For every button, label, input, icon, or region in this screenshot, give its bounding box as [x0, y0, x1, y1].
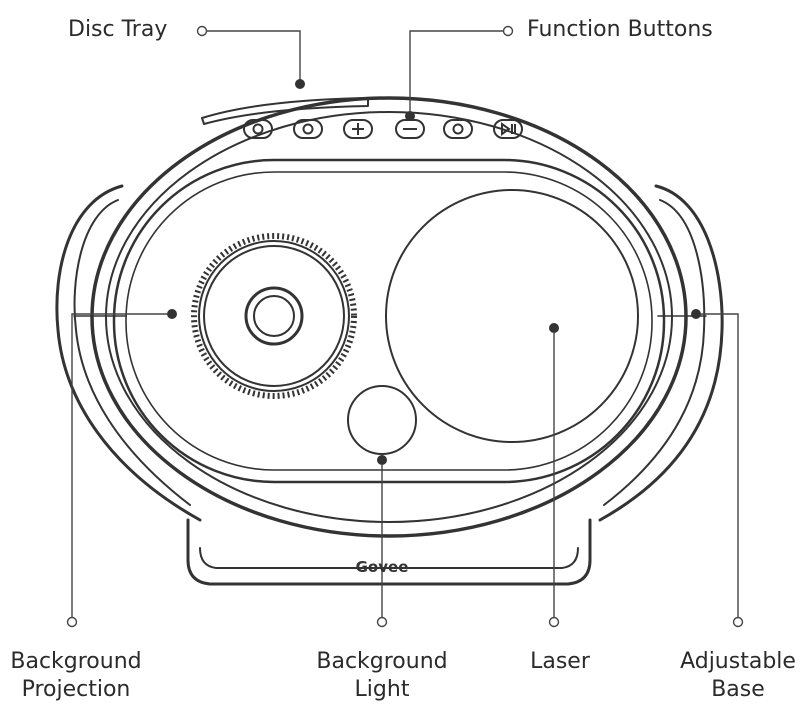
brand-logo: Govee — [356, 558, 409, 576]
label-background-light-line1: Background — [316, 649, 448, 674]
power-button[interactable] — [243, 119, 273, 139]
label-disc-tray: Disc Tray — [68, 17, 168, 42]
housing-inner — [105, 111, 673, 523]
label-background-projection: Background Projection — [10, 648, 141, 704]
function-button-row — [243, 119, 523, 139]
label-laser: Laser — [530, 649, 590, 674]
mode-button[interactable] — [293, 119, 323, 139]
front-panel-inner — [125, 171, 653, 471]
front-panel — [112, 158, 666, 484]
label-adjustable-base: Adjustable Base — [680, 648, 796, 704]
label-background-projection-line1: Background — [10, 649, 142, 674]
label-background-light: Background Light — [316, 648, 447, 704]
right-arm-outline — [598, 184, 724, 522]
label-adjustable-base-line2: Base — [711, 677, 765, 702]
play-pause-button[interactable] — [493, 119, 523, 139]
timer-icon — [452, 123, 464, 135]
power-icon — [252, 123, 264, 135]
disc-tray-slot — [201, 97, 369, 125]
background-projection-lens — [191, 233, 357, 399]
right-arm-inner — [603, 199, 706, 506]
mode-icon — [302, 123, 314, 135]
play-pause-icon — [501, 122, 516, 136]
label-function-buttons: Function Buttons — [527, 17, 713, 42]
left-arm-outline — [55, 184, 202, 522]
label-background-projection-line2: Projection — [21, 677, 131, 702]
laser-window — [385, 189, 639, 443]
callout-lines — [66, 25, 744, 628]
label-background-light-line2: Light — [354, 677, 410, 702]
plus-button[interactable] — [343, 119, 373, 139]
left-arm-inner — [73, 199, 191, 506]
housing-outer — [90, 96, 688, 538]
stand-base — [186, 518, 592, 586]
label-adjustable-base-line1: Adjustable — [680, 649, 796, 674]
plus-icon — [352, 123, 364, 135]
timer-button[interactable] — [443, 119, 473, 139]
stand-base-inner — [199, 547, 579, 569]
background-light-window — [347, 385, 417, 455]
